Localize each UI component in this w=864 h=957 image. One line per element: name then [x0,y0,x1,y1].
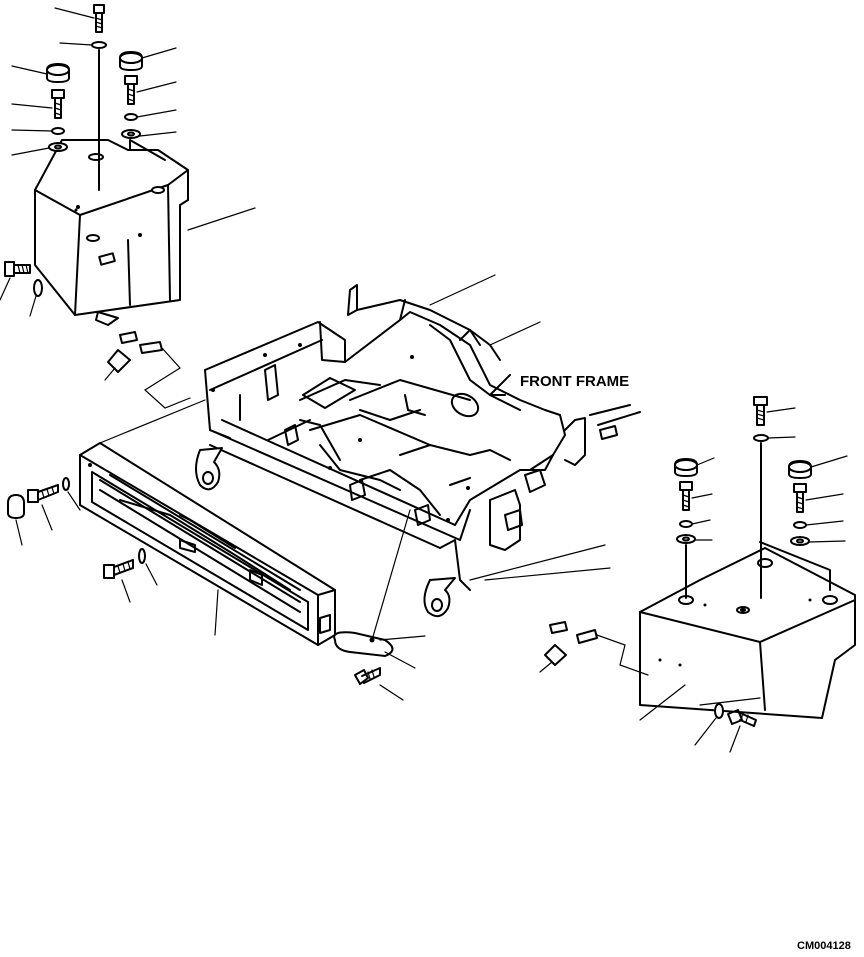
front-grille [79,399,336,646]
grille-hardware [7,477,158,603]
left-top-hardware [0,4,256,409]
right-top-hardware [539,396,848,753]
front-frame-label: FRONT FRAME [520,373,630,390]
drawing-code: CM004128 [797,940,851,952]
front-frame [195,274,641,618]
center-gasket-and-bolt [333,509,426,701]
right-cover-box [639,541,856,721]
left-cover-box [34,139,189,326]
